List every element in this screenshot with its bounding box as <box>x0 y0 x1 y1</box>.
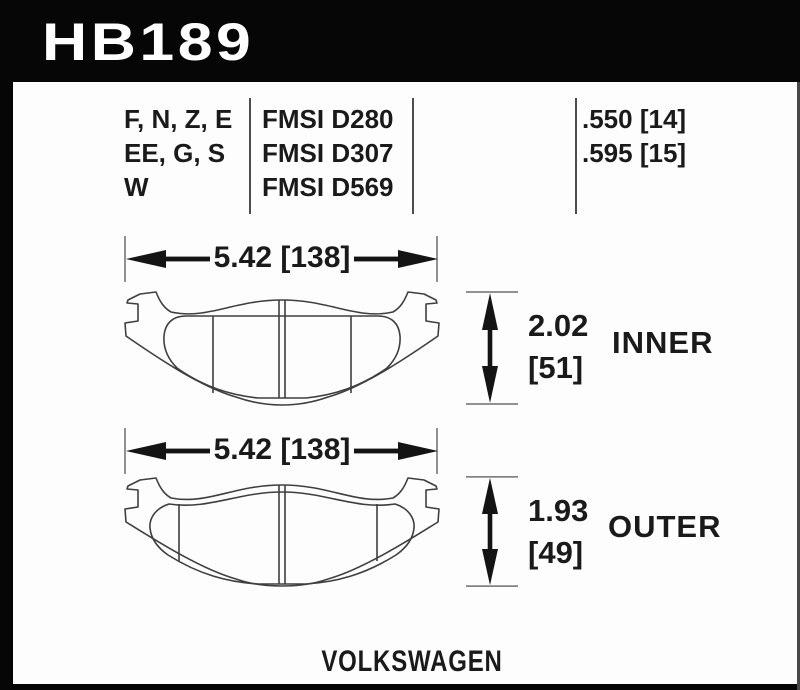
inner-pad-height-label: 2.02 [51] <box>528 305 588 389</box>
bottom-frame-bar <box>0 684 800 690</box>
inner-pad-drawing <box>124 291 440 406</box>
outer-height-inches: 1.93 <box>528 493 589 528</box>
outer-pad-position-label: OUTER <box>608 509 722 544</box>
height-dimension-arrow <box>466 291 518 405</box>
thickness-row: .550 [14] <box>582 104 687 134</box>
vehicle-application-label: VOLKSWAGEN <box>321 645 503 678</box>
fmsi-row: FMSI D569 <box>262 172 394 202</box>
outer-height-mm: [49] <box>528 535 584 570</box>
inner-pad-width-dimension: 5.42 [138] <box>112 234 452 284</box>
fmsi-numbers-column: FMSI D280 FMSI D307 FMSI D569 <box>262 102 394 204</box>
compound-codes-column: F, N, Z, E EE, G, S W <box>124 102 232 204</box>
inner-height-mm: [51] <box>528 350 584 385</box>
header-bar: HB189 <box>0 0 800 82</box>
inner-pad-height-dimension <box>462 288 522 408</box>
part-number: HB189 <box>42 13 255 72</box>
inner-pad-width-label: 5.42 [138] <box>213 241 351 274</box>
table-divider <box>412 98 414 214</box>
compound-row: EE, G, S <box>124 138 226 168</box>
inner-pad-position-label: INNER <box>612 325 714 360</box>
outer-pad-width-label: 5.42 [138] <box>213 433 351 466</box>
thickness-row: .595 [15] <box>582 138 687 168</box>
right-frame-line <box>797 82 800 690</box>
width-dimension-arrow <box>124 428 438 474</box>
outer-pad-height-label: 1.93 [49] <box>528 490 588 574</box>
left-frame-bar <box>0 82 13 690</box>
fmsi-row: FMSI D280 <box>262 104 394 134</box>
table-divider <box>249 98 251 214</box>
outer-pad-drawing <box>124 477 440 587</box>
fmsi-row: FMSI D307 <box>262 138 394 168</box>
compound-row: F, N, Z, E <box>124 104 233 134</box>
inner-height-inches: 2.02 <box>528 308 589 343</box>
height-dimension-arrow <box>466 476 518 587</box>
outer-pad-height-dimension <box>462 473 522 590</box>
table-divider <box>575 98 577 214</box>
width-dimension-arrow <box>124 236 438 282</box>
outer-pad-width-dimension: 5.42 [138] <box>112 426 452 476</box>
pad-thickness-column: .550 [14] .595 [15] <box>582 102 686 170</box>
compound-row: W <box>124 172 149 202</box>
